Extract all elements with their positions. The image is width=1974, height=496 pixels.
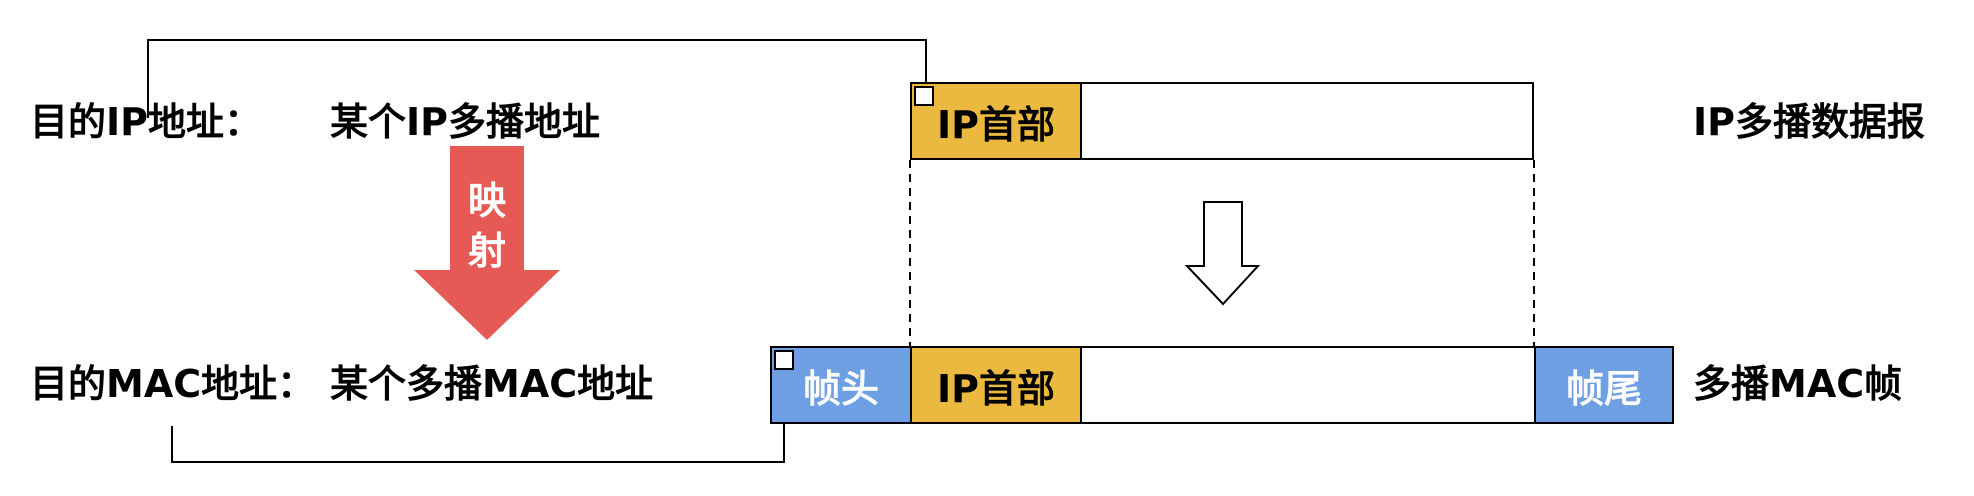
ip-header-top: IP首部 bbox=[910, 82, 1082, 160]
ip-header-marker bbox=[914, 86, 934, 106]
frame-head-marker bbox=[774, 350, 794, 370]
mapping-arrow bbox=[414, 146, 560, 340]
mac-frame-label: 多播MAC帧 bbox=[1693, 362, 1903, 406]
ip-header-bottom: IP首部 bbox=[910, 346, 1082, 424]
dest-ip-label: 目的IP地址： bbox=[30, 100, 262, 144]
ip-data-bottom bbox=[1080, 346, 1536, 424]
dest-mac-value: 某个多播MAC地址 bbox=[330, 362, 654, 406]
ip-data-top bbox=[1080, 82, 1534, 160]
ip-address-connector bbox=[147, 39, 927, 118]
mapping-label-char-2: 射 bbox=[468, 229, 507, 273]
encapsulation-down-arrow bbox=[1184, 201, 1261, 306]
ip-datagram-label: IP多播数据报 bbox=[1693, 100, 1925, 144]
mapping-label-char-1: 映 bbox=[468, 179, 507, 223]
frame-tail: 帧尾 bbox=[1534, 346, 1674, 424]
dest-mac-label: 目的MAC地址： bbox=[30, 362, 316, 406]
dest-ip-value: 某个IP多播地址 bbox=[330, 100, 600, 144]
